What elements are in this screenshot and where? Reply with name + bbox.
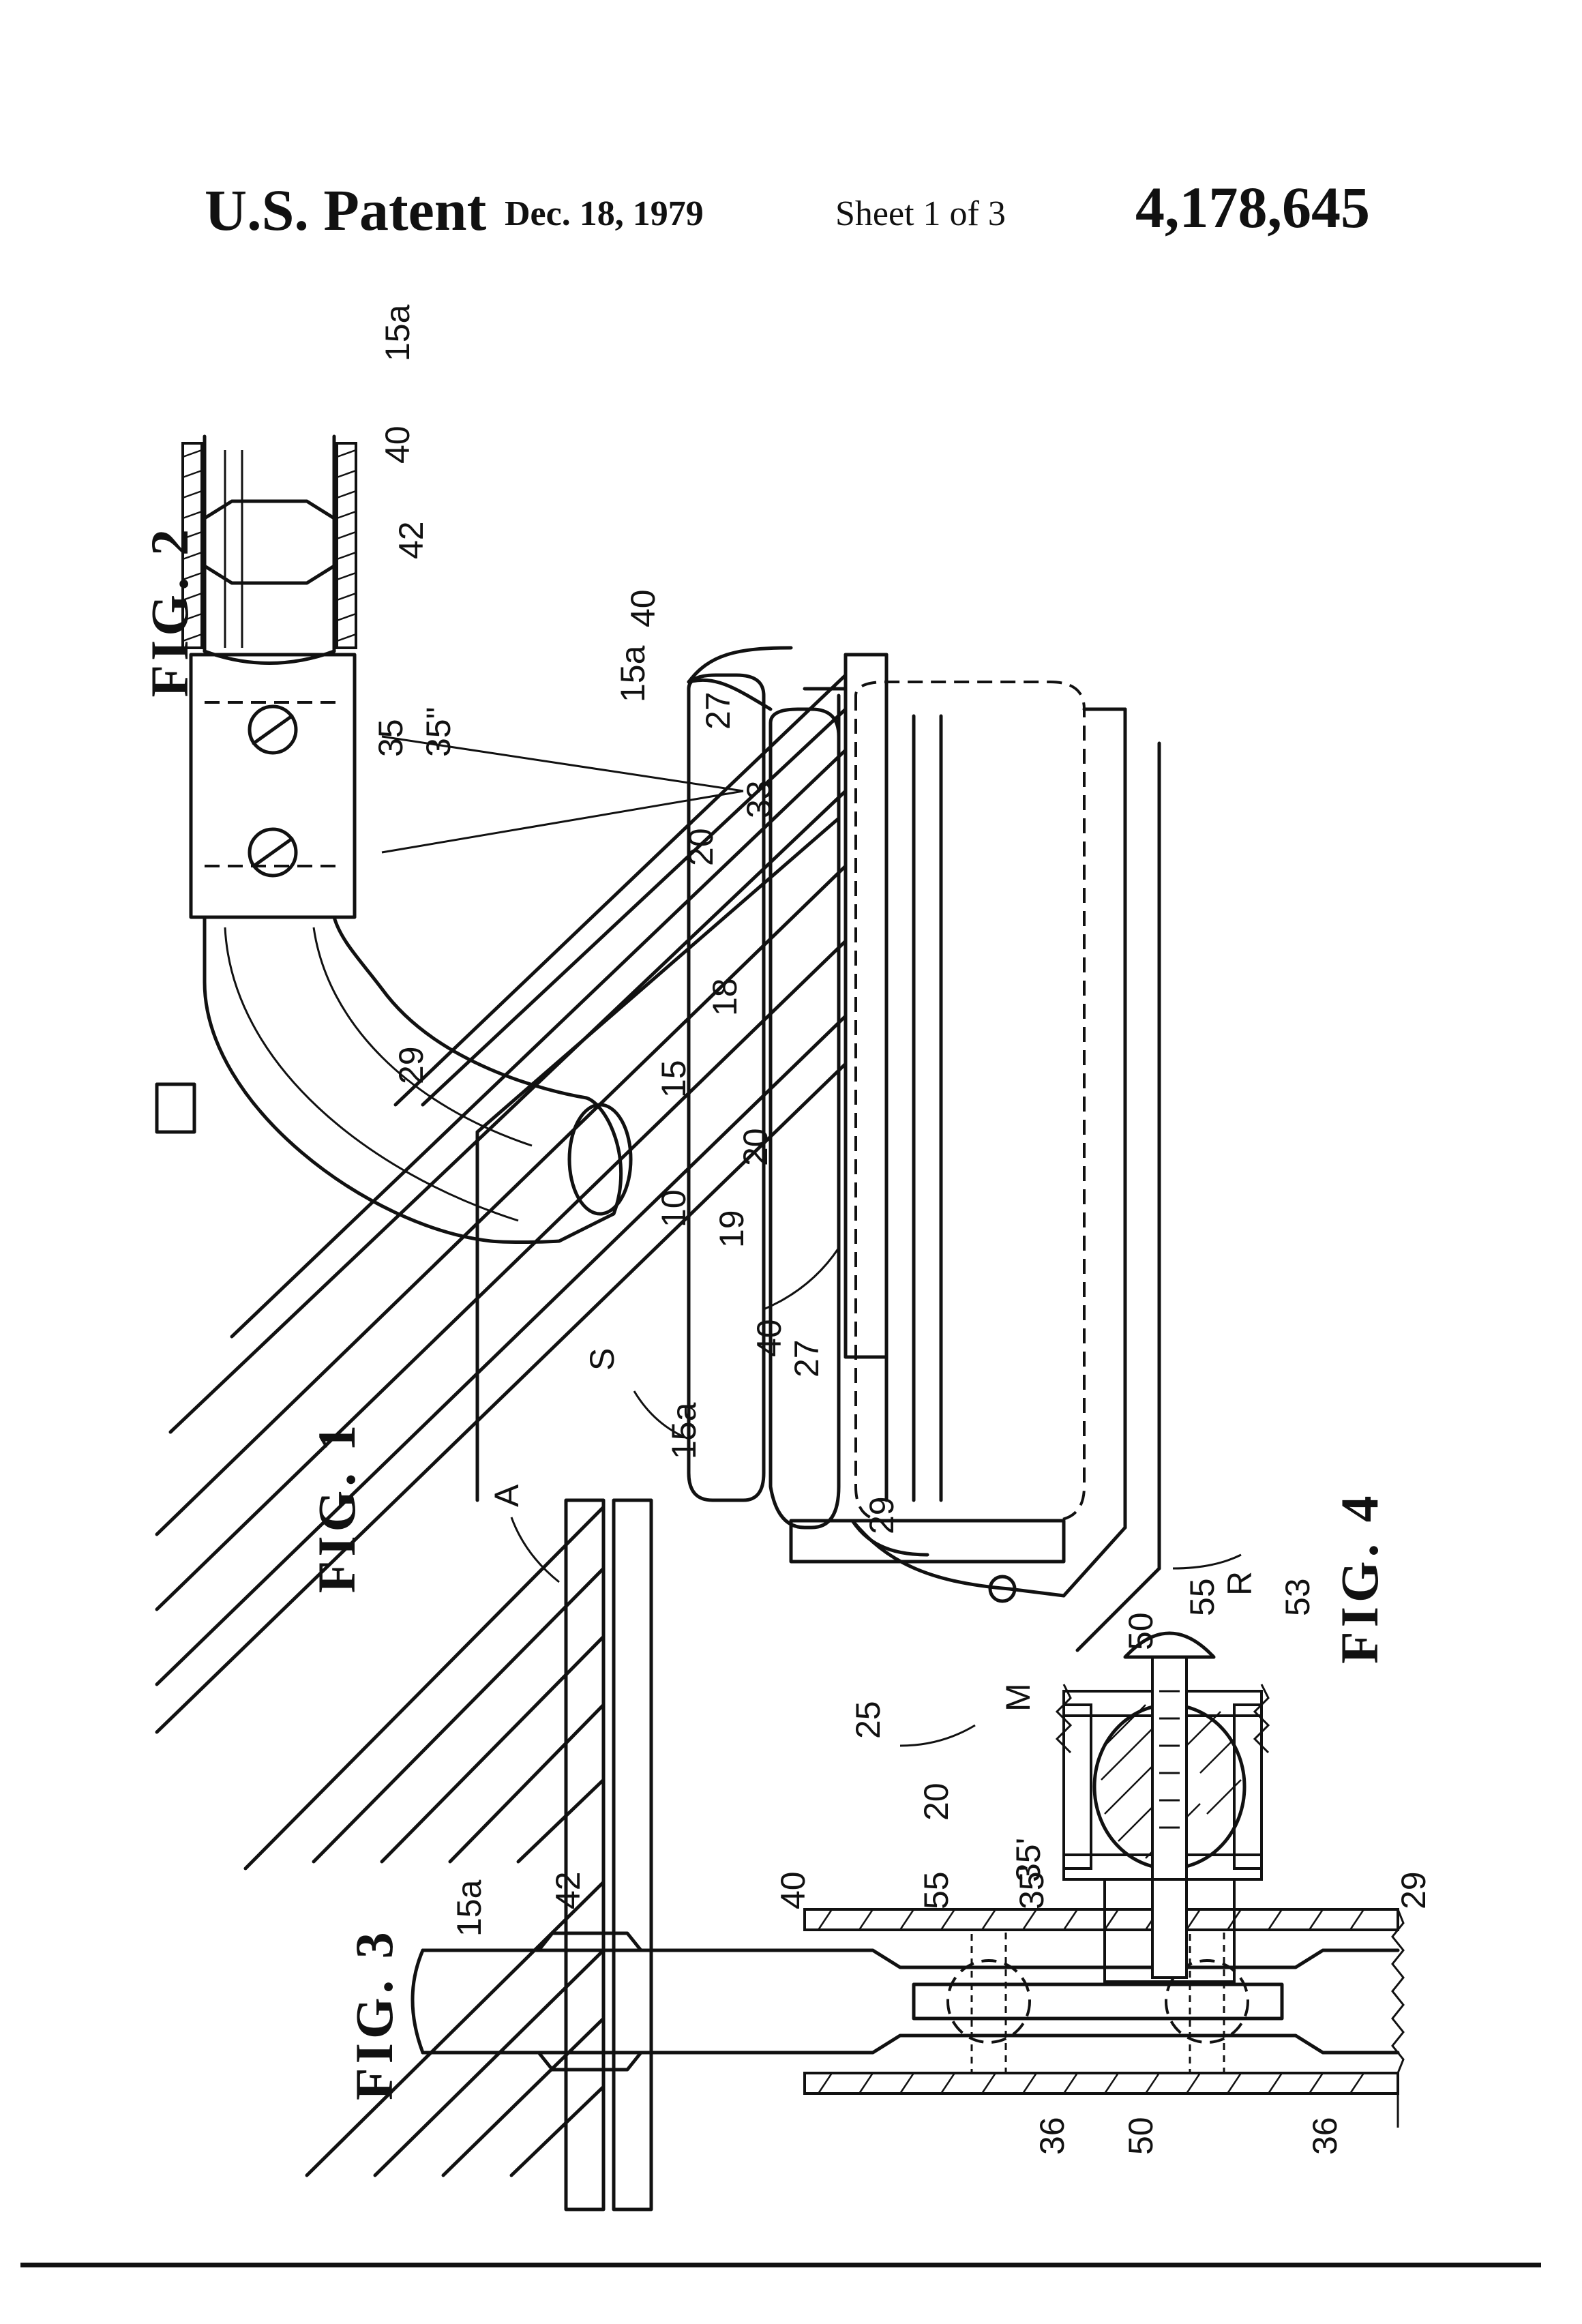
fig2-label-20: 20 bbox=[736, 1128, 775, 1166]
fig2-screw-bottom bbox=[248, 827, 298, 878]
fig1-label-15: 15 bbox=[655, 1060, 693, 1098]
fig2-label-42: 42 bbox=[392, 521, 430, 559]
fig1-label-27-right: 27 bbox=[699, 691, 737, 730]
fig2-caption: FIG. 2 bbox=[140, 525, 199, 698]
fig2-clamp-body bbox=[189, 653, 357, 919]
fig4-label-50: 50 bbox=[1122, 1612, 1160, 1650]
fig2-bulge-top bbox=[203, 499, 336, 520]
fig3-connector bbox=[912, 1982, 1284, 2021]
fig3-boss-left bbox=[946, 1959, 1031, 2044]
fig3-sleeve-bottom-wall bbox=[803, 2072, 1399, 2095]
fig1-label-15a-right: 15a bbox=[614, 645, 652, 702]
fig3-label-15a: 15a bbox=[450, 1879, 488, 1937]
fig1-label-A: A bbox=[488, 1484, 526, 1507]
fig3-caption: FIG. 3 bbox=[344, 1928, 404, 2100]
fig1-hook-27-right bbox=[687, 678, 773, 711]
fig3-label-36-left: 36 bbox=[1033, 2117, 1071, 2155]
fig4-label-55: 55 bbox=[1183, 1578, 1221, 1616]
fig2-curved-pipe bbox=[203, 915, 623, 1244]
fig1-rail-upper bbox=[393, 673, 848, 1107]
fig4-caption: FIG. 4 bbox=[1330, 1491, 1389, 1664]
patent-sheet: Sheet 1 of 3 bbox=[835, 194, 1006, 233]
fig2-label-40: 40 bbox=[378, 426, 417, 464]
fig4-label-53: 53 bbox=[1279, 1578, 1317, 1616]
fig1-mattress-outline bbox=[854, 681, 1086, 1522]
fig2-sleeve-left-wall bbox=[181, 442, 203, 649]
fig1-label-18: 18 bbox=[706, 978, 744, 1016]
fig2-label-15a: 15a bbox=[378, 304, 417, 361]
fig3-boss-right bbox=[1165, 1959, 1249, 2044]
patent-header: U.S. Patent Dec. 18, 1979 Sheet 1 of 3 4… bbox=[0, 170, 1582, 259]
fig3-pipe-end bbox=[411, 1948, 425, 2055]
fig1-leader-10 bbox=[763, 1247, 840, 1311]
fig2-screw-top bbox=[248, 704, 298, 755]
fig1-label-19: 19 bbox=[713, 1210, 751, 1248]
fig1-spring-outer bbox=[687, 673, 766, 1502]
fig1-leader-M bbox=[899, 1724, 976, 1747]
fig1-fastener-25 bbox=[988, 1575, 1017, 1603]
fig1-leader-R bbox=[1172, 1553, 1242, 1570]
fig1-post-bottom bbox=[564, 1498, 606, 2211]
fig2-leader-33 bbox=[381, 735, 744, 854]
fig4-label-35p: 35' bbox=[1009, 1838, 1047, 1882]
fig4-screw-head bbox=[1123, 1631, 1216, 1659]
fig2-drawing bbox=[181, 434, 633, 1244]
fig2-bulge-bottom bbox=[203, 564, 336, 585]
footer-rule bbox=[20, 2263, 1541, 2267]
fig1-leader-S bbox=[633, 1390, 689, 1440]
fig3-label-36-right: 36 bbox=[1306, 2117, 1344, 2155]
fig2-sleeve-right-wall bbox=[335, 442, 357, 649]
fig1-label-40-left: 40 bbox=[750, 1319, 788, 1357]
fig4-screw bbox=[1151, 1656, 1188, 1979]
patent-label: U.S. Patent bbox=[205, 177, 487, 243]
fig1-label-R: R bbox=[1221, 1571, 1259, 1596]
fig3-label-42: 42 bbox=[549, 1871, 587, 1909]
fig2-label-35pp: 35" bbox=[419, 707, 458, 757]
fig3-drawing bbox=[411, 1908, 1405, 2128]
fig2-label-33: 33 bbox=[740, 780, 778, 818]
fig3-sleeve-top-wall bbox=[803, 1908, 1399, 1931]
fig1-label-15a-left: 15a bbox=[665, 1402, 703, 1459]
fig1-label-25: 25 bbox=[849, 1701, 887, 1739]
fig3-label-29: 29 bbox=[1394, 1871, 1433, 1909]
fig3-label-55: 55 bbox=[917, 1871, 955, 1909]
fig1-label-27-left: 27 bbox=[788, 1339, 826, 1377]
fig1-label-20-left: 20 bbox=[917, 1783, 955, 1821]
fig1-drawing bbox=[155, 646, 1242, 2211]
fig1-label-40-right: 40 bbox=[624, 589, 662, 627]
fig1-leader-A bbox=[510, 1517, 560, 1583]
fig3-label-35p: 35' bbox=[1013, 1865, 1051, 1909]
fig1-label-M: M bbox=[999, 1683, 1037, 1712]
fig3-label-40: 40 bbox=[774, 1871, 812, 1909]
patent-date: Dec. 18, 1979 bbox=[505, 194, 704, 233]
fig1-label-29: 29 bbox=[863, 1496, 901, 1534]
fig1-label-S: S bbox=[583, 1348, 621, 1371]
fig1-label-20-right: 20 bbox=[682, 828, 720, 866]
fig3-label-50: 50 bbox=[1122, 2117, 1160, 2155]
fig1-hook-20-right bbox=[687, 646, 793, 684]
fig1-spring-inner bbox=[768, 707, 841, 1530]
patent-number: 4,178,645 bbox=[1135, 175, 1370, 240]
fig1-caption: FIG. 1 bbox=[307, 1421, 366, 1594]
fig4-drawing bbox=[1055, 1631, 1270, 1983]
fig1-label-10: 10 bbox=[655, 1189, 693, 1227]
